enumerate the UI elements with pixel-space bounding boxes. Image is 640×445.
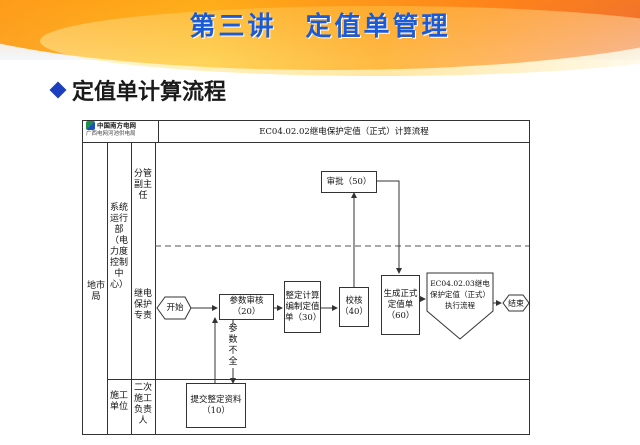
section-heading: 定值单计算流程 bbox=[49, 74, 227, 106]
node-generate: 生成正式定值单（60） bbox=[381, 275, 420, 335]
flowchart: 中国南方电网 广西电网河池供电局 EC04.02.02继电保护定值（正式）计算流… bbox=[82, 120, 530, 435]
execute-shape bbox=[426, 272, 494, 340]
flowchart-connectors bbox=[155, 180, 529, 384]
edge-label-incomplete: 参数不全 bbox=[225, 324, 241, 368]
lane-divider-construction bbox=[107, 379, 529, 380]
slide-title: 第三讲 定值单管理 bbox=[189, 12, 451, 42]
role-deputy-label: 分管副主任 bbox=[133, 169, 152, 201]
node-approve: 审批（50） bbox=[321, 171, 377, 193]
flowchart-title: EC04.02.02继电保护定值（正式）计算流程 bbox=[259, 127, 429, 137]
node-execute: EC04.02.03继电保护定值（正式）执行流程 bbox=[430, 278, 490, 310]
start-shape bbox=[156, 296, 192, 320]
role-construction-label: 二次施工负责人 bbox=[133, 383, 152, 426]
edge-approve-generate bbox=[377, 180, 402, 274]
node-submit: 提交整定资料（10） bbox=[186, 383, 246, 428]
company-name: 中国南方电网 bbox=[97, 121, 136, 130]
header-band bbox=[0, 0, 640, 60]
company-logo-icon bbox=[86, 121, 95, 130]
flowchart-header: 中国南方电网 广西电网河池供电局 EC04.02.02继电保护定值（正式）计算流… bbox=[83, 121, 529, 143]
dept-construction-label: 施工单位 bbox=[109, 391, 128, 412]
role-specialist-label: 继电保护专责 bbox=[133, 289, 152, 321]
diamond-bullet-icon bbox=[49, 81, 67, 99]
node-review: 参数审核（20） bbox=[219, 294, 274, 320]
lane-divider-role bbox=[155, 143, 156, 435]
section-heading-text: 定值单计算流程 bbox=[72, 80, 227, 105]
logo-box: 中国南方电网 广西电网河池供电局 bbox=[83, 121, 159, 143]
pool-label: 地市局 bbox=[86, 281, 105, 302]
header-highlight bbox=[40, 6, 640, 76]
node-check: 校核（40） bbox=[339, 287, 369, 327]
lane-divider-pool bbox=[107, 143, 108, 435]
company-subname: 广西电网河池供电局 bbox=[86, 131, 136, 137]
dept-label: 系统运行部（电力度控制中心） bbox=[109, 203, 128, 290]
node-start: 开始 bbox=[166, 302, 184, 313]
lane-divider-dept bbox=[131, 143, 132, 435]
end-shape bbox=[502, 294, 529, 312]
node-end: 结束 bbox=[508, 298, 524, 308]
node-calc: 整定计算编制定值单（30） bbox=[284, 281, 321, 333]
